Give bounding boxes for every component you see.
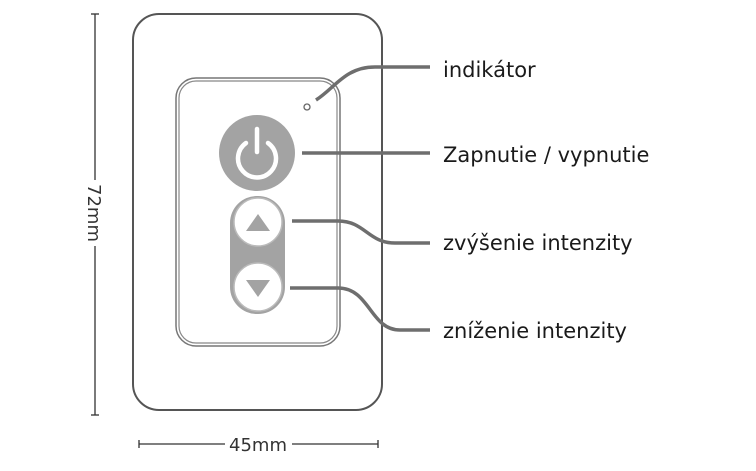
decrease-button[interactable] [233,262,283,312]
leader-increase [292,219,430,245]
triangle-down-icon [246,280,270,297]
leader-decrease [290,286,430,332]
leader-indicator [315,65,430,102]
power-icon [235,126,279,180]
inner-panel-inner-border [178,80,338,344]
label-decrease: zníženie intenzity [443,319,627,343]
label-power: Zapnutie / vypnutie [443,143,649,167]
label-indicator: indikátor [443,58,536,82]
triangle-up-icon [246,214,270,231]
power-button[interactable] [219,115,295,191]
height-dimension-label: 72mm [83,184,104,242]
increase-button[interactable] [233,197,283,247]
indicator-led-icon [303,103,311,111]
label-increase: zvýšenie intenzity [443,231,633,255]
width-dimension-label: 45mm [229,435,287,456]
